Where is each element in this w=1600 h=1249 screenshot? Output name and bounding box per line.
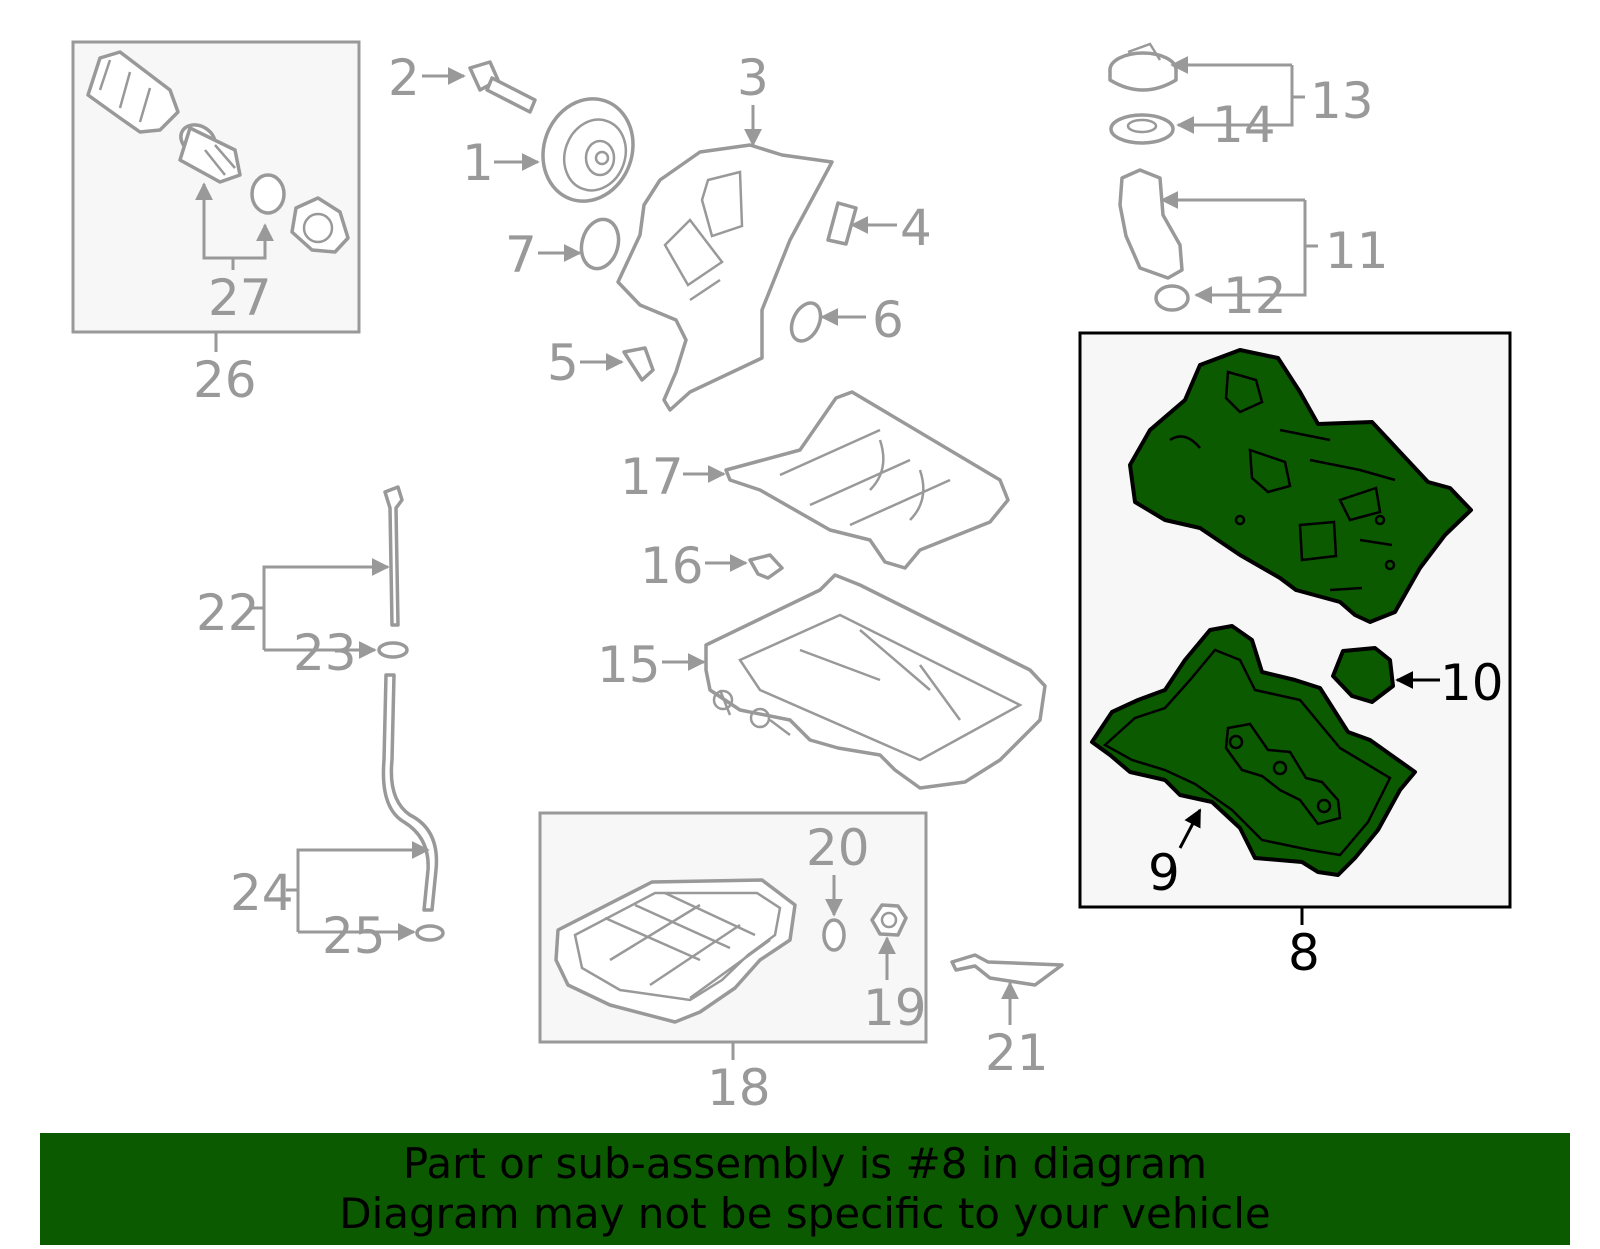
callout-22: 22: [196, 584, 260, 642]
washer-part: [1109, 113, 1175, 145]
callout-21: 21: [985, 1024, 1049, 1082]
filter-o-ring-part: [250, 173, 286, 215]
callout-1: 1: [462, 134, 494, 192]
callout-13: 13: [1310, 72, 1374, 130]
bolt-part: [468, 60, 537, 114]
valve-cover-part: [1128, 348, 1473, 624]
info-banner: Part or sub-assembly is #8 in diagram Di…: [40, 1133, 1570, 1245]
callout-26: 26: [193, 351, 257, 409]
callout-10: 10: [1440, 654, 1504, 712]
callout-11: 11: [1325, 222, 1389, 280]
callout-16: 16: [640, 537, 704, 595]
oil-tube-part: [1118, 168, 1184, 280]
baffle-gasket-part: [748, 553, 784, 580]
callout-24: 24: [230, 864, 294, 922]
callout-12: 12: [1223, 267, 1287, 325]
bracket-part: [950, 953, 1064, 987]
o-ring-part: [579, 217, 621, 271]
dipstick-o-ring-part: [377, 641, 409, 659]
dipstick-part: [383, 485, 404, 627]
callout-15: 15: [597, 636, 661, 694]
gasket-part: [622, 346, 655, 382]
lower-oil-pan-part: [554, 878, 797, 1024]
drain-plug-part: [870, 903, 908, 937]
callout-8: 8: [1288, 924, 1320, 982]
callout-3: 3: [737, 49, 769, 107]
lower-oil-pan-box[interactable]: 20 19: [538, 811, 928, 1044]
drain-plug-washer-part: [822, 918, 846, 952]
oil-filler-cap-part: [1108, 42, 1178, 92]
callout-9: 9: [1148, 844, 1180, 902]
callout-4: 4: [900, 199, 932, 257]
callout-27: 27: [208, 269, 272, 327]
callout-19: 19: [863, 979, 927, 1037]
timing-cover-part: [616, 143, 834, 412]
dipstick-tube-part: [381, 673, 439, 912]
oil-filter-housing-part: [86, 50, 180, 134]
banner-line-2: Diagram may not be specific to your vehi…: [339, 1189, 1271, 1238]
valve-cover-gasket-part: [1090, 624, 1417, 877]
callout-18: 18: [707, 1059, 771, 1117]
callout-2: 2: [388, 49, 420, 107]
callout-25: 25: [322, 907, 386, 965]
callout-20: 20: [806, 819, 870, 877]
banner-line-1: Part or sub-assembly is #8 in diagram: [402, 1139, 1208, 1188]
callout-23: 23: [293, 624, 357, 682]
callout-7: 7: [505, 226, 537, 284]
callout-5: 5: [547, 334, 579, 392]
filter-cap-part: [290, 196, 350, 254]
pcv-valve-gasket-part: [1331, 646, 1395, 704]
oil-filter-assembly-box[interactable]: 27: [71, 40, 361, 334]
seal-part: [826, 201, 858, 246]
valve-cover-assembly-box[interactable]: 10 9: [1078, 331, 1512, 909]
oil-filter-element-part: [178, 123, 242, 184]
o-ring-small-part: [789, 301, 823, 343]
callout-6: 6: [872, 291, 904, 349]
tube-o-ring-part: [1154, 284, 1190, 312]
tube-o-ring-lower-part: [415, 924, 445, 942]
oil-pan-upper-part: [704, 573, 1047, 790]
callout-14: 14: [1212, 96, 1276, 154]
oil-pan-baffle-part: [724, 390, 1010, 570]
crankshaft-pulley-part: [541, 97, 635, 203]
callout-17: 17: [620, 448, 684, 506]
